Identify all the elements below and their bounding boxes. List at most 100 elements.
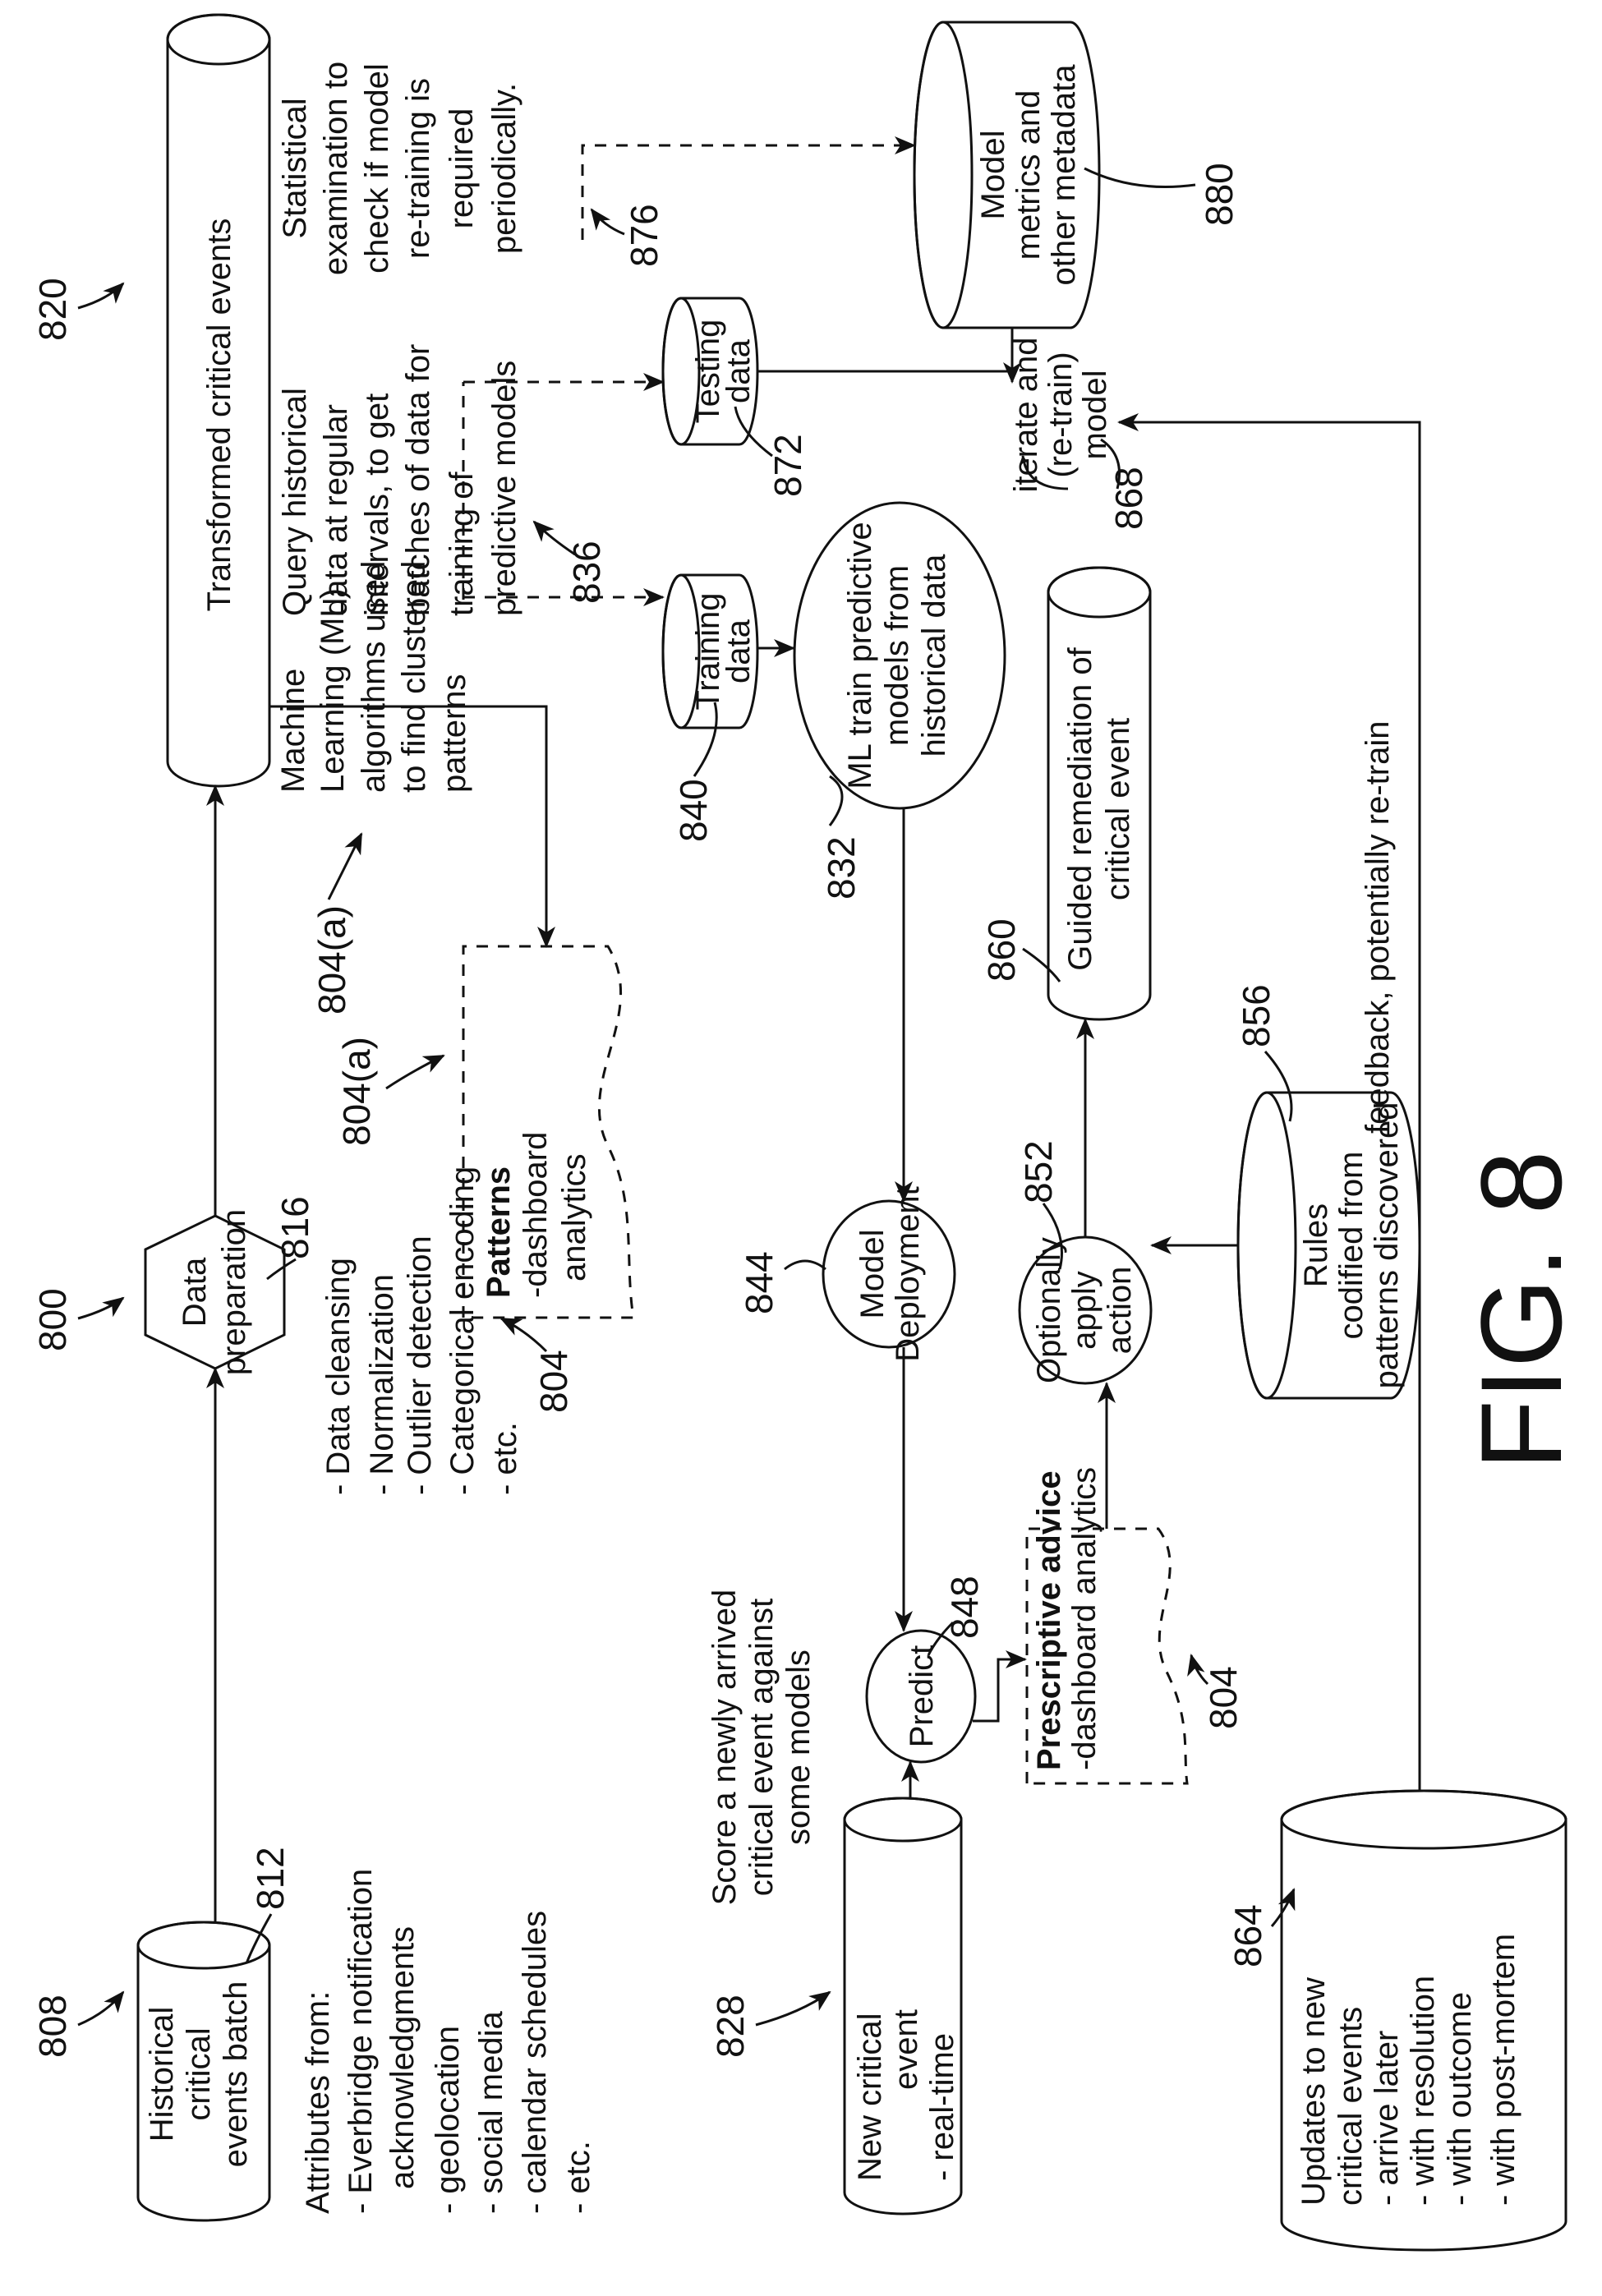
predict-node: Predict (867, 1631, 975, 1762)
metrics-line: metrics and (1010, 90, 1047, 260)
ml-train-line: historical data (916, 554, 952, 757)
ref-876: 876 (623, 204, 665, 267)
prep-step: - Categorical encoding (444, 1166, 481, 1495)
ref-860: 860 (980, 918, 1023, 982)
query-line: intervals, to get (359, 393, 395, 616)
attribute-line: Attributes from: (300, 1991, 336, 2214)
ref-820: 820 (31, 278, 74, 341)
testing-line: data (720, 338, 757, 403)
ref-880: 880 (1198, 163, 1241, 226)
ref-828: 828 (709, 1995, 752, 2058)
query-line: batches of data for (400, 344, 436, 616)
updates-cylinder: Updates to new critical events - arrive … (1282, 1791, 1566, 2250)
metrics-line: other metadata (1046, 64, 1082, 286)
score-text: Score a newly arrived critical event aga… (707, 1590, 817, 1906)
action-line: apply (1066, 1271, 1103, 1350)
training-data-cylinder: Training data (663, 575, 757, 728)
ref-872: 872 (766, 434, 809, 497)
ref-leader (267, 1259, 296, 1279)
testing-data-cylinder: Testing data (663, 298, 757, 444)
historical-events-cylinder: Historical critical events batch (138, 1922, 269, 2220)
score-line: critical event against (743, 1599, 780, 1896)
prep-step: - Normalization (364, 1274, 400, 1495)
ref-856: 856 (1235, 984, 1277, 1047)
ml-text-line: patterns (436, 674, 472, 793)
attribute-line: - Everbridge notification (343, 1869, 379, 2214)
historical-line: critical (181, 2027, 217, 2120)
ref-arrow (501, 1318, 546, 1351)
optionally-apply-action-ellipse: Optionally apply action (1020, 1237, 1151, 1383)
rules-line: codified from (1333, 1152, 1370, 1340)
patterns-dashboard: Patterns -dashboard analytics (463, 946, 633, 1318)
ref-leader (1084, 168, 1195, 187)
stat-line: required (444, 108, 480, 229)
ref-800: 800 (31, 1288, 74, 1351)
ref-arrow (78, 1298, 123, 1318)
updates-line: - with outcome (1442, 1992, 1478, 2206)
ref-812: 812 (249, 1847, 292, 1910)
query-line: predictive models (486, 361, 522, 616)
prep-line: Data (177, 1257, 213, 1327)
new-event-line: - real-time (924, 2033, 960, 2181)
rules-line: patterns discovered (1369, 1102, 1405, 1388)
ref-arrow (78, 283, 123, 308)
rules-line: Rules (1298, 1203, 1334, 1287)
attribute-line: - social media (473, 2010, 509, 2214)
statistical-text: Statistical examination to check if mode… (277, 62, 522, 275)
stat-line: check if model (359, 63, 395, 274)
data-preparation-hexagon: Data preparation (145, 1209, 284, 1375)
metrics-line: Model (975, 131, 1011, 220)
predict-label: Predict (904, 1645, 940, 1748)
ref-836: 836 (565, 541, 608, 604)
new-critical-event-cylinder: New critical event - real-time (845, 1798, 961, 2214)
query-line: Query historical (277, 388, 313, 616)
rules-cylinder: Rules codified from patterns discovered (1238, 1093, 1420, 1398)
model-metrics-cylinder: Model metrics and other metadata (914, 22, 1099, 328)
ref-816: 816 (274, 1196, 316, 1259)
prep-line: preparation (216, 1209, 252, 1375)
ref-leader (1023, 949, 1060, 982)
prep-step: - Outlier detection (402, 1235, 438, 1495)
score-line: some models (780, 1650, 817, 1845)
action-line: action (1102, 1267, 1138, 1355)
attribute-line: - geolocation (430, 2026, 466, 2214)
query-line: training of (444, 471, 480, 616)
historical-line: Historical (144, 2007, 180, 2142)
ref-840: 840 (672, 779, 715, 842)
updates-line: - with resolution (1405, 1976, 1441, 2206)
updates-line: - arrive later (1369, 2031, 1405, 2206)
ref-leader (830, 776, 842, 826)
transformed-label: Transformed critical events (201, 219, 237, 612)
attribute-line: - calendar schedules (517, 1911, 553, 2214)
new-event-line: New critical (852, 2013, 888, 2181)
ref-852: 852 (1017, 1140, 1060, 1203)
stat-line: Statistical (277, 98, 313, 238)
historical-line: events batch (218, 1981, 254, 2168)
ref-leader (694, 702, 716, 776)
arrow-predict-to-prescriptive (973, 1659, 1025, 1721)
attribute-line: acknowledgments (384, 1926, 421, 2189)
score-line: Score a newly arrived (707, 1590, 743, 1906)
ref-868: 868 (1107, 467, 1150, 530)
query-line: data at regular (318, 404, 354, 616)
ref-arrow (78, 1992, 123, 2025)
ref-832: 832 (820, 836, 863, 900)
updates-line: - with post-mortem (1485, 1934, 1521, 2206)
ref-808: 808 (31, 1995, 74, 2058)
ref-arrow (592, 209, 624, 234)
ref-864: 864 (1227, 1904, 1269, 1967)
updates-line: Updates to new (1296, 1977, 1332, 2206)
ref-arrow (534, 522, 575, 554)
ml-train-line: models from (879, 565, 915, 746)
ref-804-patterns: 804 (532, 1350, 575, 1413)
training-line: data (720, 619, 757, 683)
query-text: Query historical data at regular interva… (277, 344, 522, 616)
ref-arrow (329, 834, 361, 900)
ref-arrow (386, 1056, 444, 1088)
updates-line: critical events (1333, 2007, 1369, 2206)
deployment-line: Model (854, 1230, 891, 1319)
ml-text-line: Machine (275, 669, 311, 793)
ref-848: 848 (943, 1576, 986, 1639)
guided-remediation-cylinder: Guided remediation of critical event (1048, 568, 1150, 1019)
